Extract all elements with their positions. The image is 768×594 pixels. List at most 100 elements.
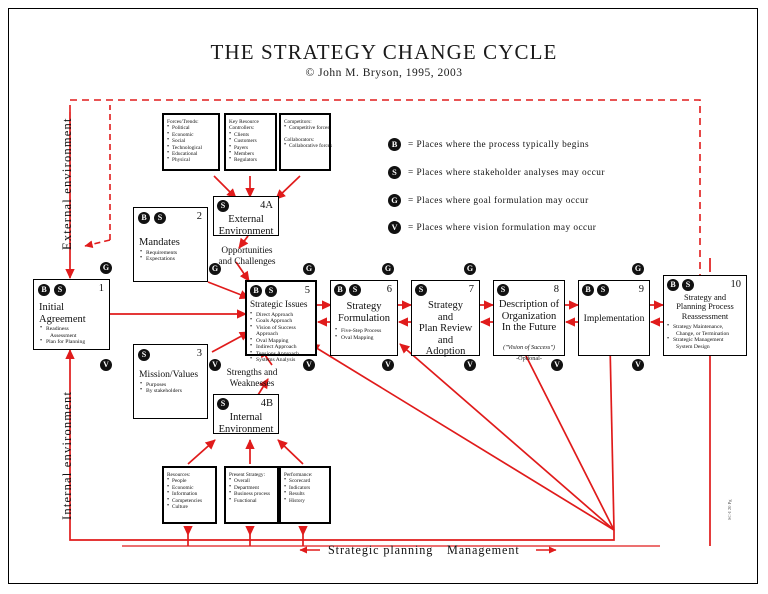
step-title-line2: Planning Process: [676, 302, 734, 312]
list-item: Economic: [167, 131, 215, 138]
list-item: Clients: [229, 131, 272, 138]
internal-input-performance: Performance: Scorecard Indicators Result…: [279, 466, 331, 524]
label-line2: and Challenges: [218, 256, 276, 267]
list-item: Expectations: [140, 255, 207, 263]
external-environment-label: External environment: [60, 117, 74, 250]
step-title: Mission/Values: [139, 369, 199, 380]
marker-g-above-step-6: G: [382, 263, 394, 275]
step-5-list: Direct Approach Goals Approach Vision of…: [247, 311, 315, 364]
marker-s: S: [138, 349, 150, 361]
list-item-cont: Assessment: [50, 332, 77, 339]
competitors-heading: Competitors:: [284, 119, 312, 125]
list-item: Culture: [167, 503, 212, 510]
external-input-competitors-collaborators: Competitors: Competitive forces Collabor…: [279, 113, 332, 171]
step-title-line4: and: [437, 334, 454, 346]
marker-s: S: [217, 398, 229, 410]
list-item: Five-Step Process: [335, 327, 397, 335]
list-item: Collaborative forces: [284, 142, 332, 149]
label-line2: Weaknesses: [229, 378, 275, 389]
list-item: Business process: [229, 490, 274, 497]
step-number: 4A: [260, 200, 273, 211]
marker-v-below-step-3: V: [209, 359, 221, 371]
collaborators-heading: Collaborators:: [284, 136, 315, 143]
step-number: 10: [730, 279, 742, 290]
list-item: Technological: [167, 144, 215, 151]
list-item: Indicators: [284, 484, 326, 491]
list-item: Competitive forces: [284, 124, 329, 131]
marker-s: S: [217, 200, 229, 212]
label-line1: Opportunities: [221, 246, 273, 256]
legend-mark-v: V: [388, 221, 401, 234]
marker-g-above-step-5: G: [303, 263, 315, 275]
step-3-list: Purposes By stakeholders: [134, 381, 207, 395]
internal-input-resources: Resources: People Economic Information C…: [162, 466, 217, 524]
list-item: Members: [229, 150, 272, 157]
legend-text-s: = Places where stakeholder analyses may …: [408, 168, 605, 178]
list-item: Payers: [229, 144, 272, 151]
list-item: Customers: [229, 137, 272, 144]
marker-v-below-step-6: V: [382, 359, 394, 371]
step-title-line2: Formulation: [338, 312, 390, 324]
step-title: Implementation: [583, 313, 645, 324]
marker-g-above-step-2: G: [209, 263, 221, 275]
list-item: Physical: [167, 156, 215, 163]
step-7-strategy-plan-review-adoption: S 7 Strategy and Plan Review and Adoptio…: [411, 280, 480, 357]
marker-v-below-step-9: V: [632, 359, 644, 371]
source-note: SC-I 20 Pg: [727, 499, 732, 520]
step-title-line1: Strategy and: [683, 293, 727, 302]
step-8-subtitle-line2: -Optional-: [516, 355, 542, 362]
list-item: Systems Analysis: [250, 356, 315, 364]
page-border: [8, 8, 758, 584]
list-item: Vision of Success Approach: [250, 324, 315, 338]
step-title-line1: Strategy: [428, 300, 463, 311]
list-item: Purposes: [140, 381, 207, 389]
step-title: Mandates: [139, 237, 180, 248]
step-title-line3: In the Future: [501, 322, 557, 333]
marker-s: S: [349, 284, 361, 296]
step-title-line1: Strategy: [346, 301, 382, 312]
marker-g-above-step-1: G: [100, 262, 112, 274]
resources-list: People Economic Information Competencies…: [167, 477, 212, 510]
list-item: Indirect Approach: [250, 343, 315, 351]
step-6-strategy-formulation: B S 6 Strategy Formulation Five-Step Pro…: [330, 280, 398, 356]
marker-s: S: [497, 284, 509, 296]
list-item: Educational: [167, 150, 215, 157]
step-number: 5: [304, 285, 310, 296]
key-resource-heading-line1: Key Resource: [229, 119, 259, 125]
step-4b-internal-environment: S 4B Internal Environment: [213, 394, 279, 435]
legend-text-g: = Places where goal formulation may occu…: [408, 196, 589, 206]
step-1-initial-agreement: B S 1 Initial Agreement Readiness Assess…: [33, 279, 110, 350]
step-title-line2: and: [437, 311, 454, 323]
step-8-subtitle-line1: ("Vision of Success"): [503, 343, 555, 351]
list-item: People: [167, 477, 212, 484]
list-item: Results: [284, 490, 326, 497]
legend-mark-s: S: [388, 166, 401, 179]
list-item: Social: [167, 137, 215, 144]
legend-mark-b: B: [388, 138, 401, 151]
list-item: Department: [229, 484, 274, 491]
marker-b: B: [667, 279, 679, 291]
legend-text-b: = Places where the process typically beg…: [408, 140, 590, 150]
present-strategy-heading: Present Strategy:: [229, 472, 266, 478]
marker-v-below-step-7: V: [464, 359, 476, 371]
marker-b: B: [138, 212, 150, 224]
list-item: Overall: [229, 477, 274, 484]
external-input-key-resource-controllers: Key Resource Controllers: Clients Custom…: [224, 113, 277, 171]
competitors-list: Competitive forces: [284, 124, 329, 131]
legend-mark-g: G: [388, 194, 401, 207]
step-10-strategy-planning-reassessment: B S 10 Strategy and Planning Process Rea…: [663, 275, 747, 356]
step-10-list: Strategy Maintenance, Change, or Termina…: [664, 323, 746, 350]
copyright-line: © John M. Bryson, 1995, 2003: [305, 67, 463, 79]
step-number: 3: [196, 348, 202, 359]
key-resource-list: Clients Customers Payers Members Regulat…: [229, 131, 272, 164]
step-8-description-of-organization: S 8 Description of Organization In the F…: [493, 280, 565, 362]
marker-g-above-step-7: G: [464, 263, 476, 275]
step-1-list: Readiness Assessment Plan for Planning: [34, 325, 109, 346]
opportunities-challenges-label: Opportunities and Challenges: [200, 246, 294, 267]
marker-b: B: [38, 284, 50, 296]
marker-v-below-step-5: V: [303, 359, 315, 371]
step-number: 7: [468, 284, 474, 295]
list-item: Strategy Maintenance,: [667, 323, 746, 331]
step-number: 9: [638, 284, 644, 295]
